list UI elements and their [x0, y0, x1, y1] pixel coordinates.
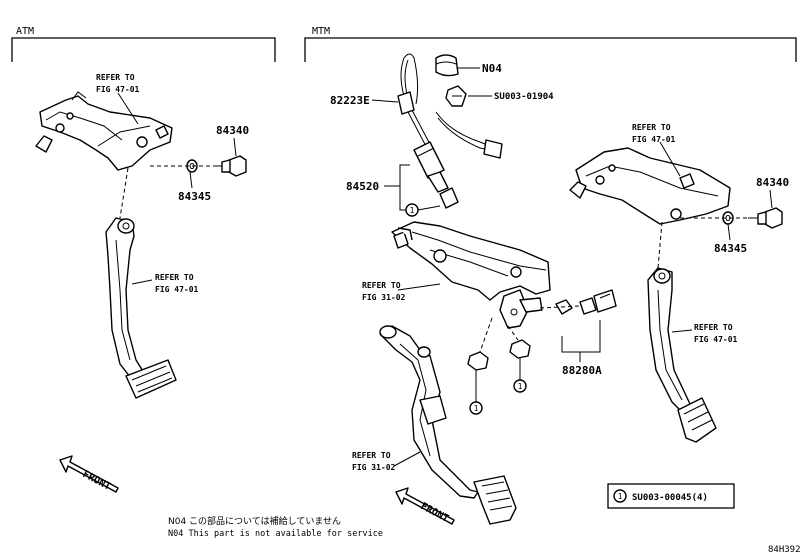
legend-text: SU003-00045(4): [632, 493, 708, 503]
p84520-label: 84520: [346, 180, 379, 193]
legend-num: 1: [618, 492, 623, 501]
callout-1-switch: 1: [405, 203, 419, 217]
svg-text:1: 1: [410, 206, 415, 215]
nut-left-axis: [479, 317, 493, 353]
callout-switch-leader: [417, 205, 441, 211]
p84345-mtm-label: 84345: [714, 242, 747, 255]
mtm-pedal-right-ref-line2: FIG 47-01: [694, 335, 738, 344]
atm-bracket-callout: [117, 92, 139, 125]
p82223e-leader: [371, 99, 399, 103]
mtm-bracket-callout: [659, 141, 681, 177]
atm-pedal-ref-line2: FIG 47-01: [155, 285, 199, 294]
callout-1-left: 1: [469, 401, 483, 415]
atm-section-label: ATM: [16, 26, 34, 37]
p84520-bracket: [399, 164, 410, 211]
mtm-section-bracket: [304, 37, 797, 62]
mtm-pedal-callout: [393, 451, 421, 467]
mtm-stop-lamp-switch: [748, 207, 783, 229]
p82223e-label: 82223E: [330, 94, 370, 107]
mtm-section-label: MTM: [312, 26, 330, 37]
p84345-atm-leader: [189, 171, 193, 189]
p84345-mtm-leader: [727, 223, 731, 241]
n04-clamp: [435, 54, 459, 77]
atm-stop-lamp-switch: [214, 155, 247, 177]
mtm-support-ref-line1: REFER TO: [362, 281, 401, 290]
legend-box: 1 SU003-00045(4): [607, 483, 735, 509]
mtm-pedal-switch: [555, 289, 617, 315]
atm-pedal-axis: [119, 167, 129, 219]
callout-1-right: 1: [513, 379, 527, 393]
n04-label: N04: [482, 62, 502, 75]
clutch-switch-harness: [397, 53, 503, 159]
su-01904-label: SU003-01904: [494, 92, 554, 102]
mtm-pedal-axis: [657, 221, 663, 269]
atm-bracket-ref-line2: FIG 47-01: [96, 85, 140, 94]
mtm-bracket-ref-line2: FIG 47-01: [632, 135, 676, 144]
atm-pedal-bracket: [35, 91, 173, 171]
p84345-atm-label: 84345: [178, 190, 211, 203]
note-jp: N04 この部品については補給していません: [168, 515, 341, 527]
figure-id: 84H392: [768, 545, 801, 555]
mtm-brake-bracket: [569, 147, 731, 225]
p84340-atm-leader: [233, 137, 237, 157]
p88280a-bracket: [561, 320, 601, 353]
clutch-pedal: [379, 325, 517, 525]
svg-text:1: 1: [474, 404, 479, 413]
p84340-atm-label: 84340: [216, 124, 249, 137]
atm-pedal-callout: [131, 279, 153, 285]
mtm-pedal-right-callout: [671, 329, 693, 333]
clutch-start-switch: [413, 141, 459, 209]
p88280a-label: 88280A: [562, 364, 602, 377]
atm-brake-pedal: [105, 217, 177, 399]
mtm-pedal-right-ref-line1: REFER TO: [694, 323, 733, 332]
mtm-bracket-ref-line1: REFER TO: [632, 123, 671, 132]
mtm-pedal-ref-line2: FIG 31-02: [352, 463, 396, 472]
atm-front-label: FRONT: [81, 469, 113, 493]
mtm-pedal-ref-line1: REFER TO: [352, 451, 391, 460]
nut-right: [509, 339, 531, 359]
harness-clip: [445, 85, 467, 107]
p84340-mtm-leader: [769, 189, 773, 209]
atm-front-arrow: [59, 455, 119, 493]
clutch-pedal-support: [391, 221, 551, 329]
nut-right-axis: [507, 325, 519, 341]
nut-left: [467, 351, 489, 371]
p84340-mtm-label: 84340: [756, 176, 789, 189]
atm-pedal-ref-line1: REFER TO: [155, 273, 194, 282]
note-en: N04 This part is not available for servi…: [168, 529, 383, 539]
atm-section-bracket: [11, 37, 276, 62]
atm-bracket-ref-line1: REFER TO: [96, 73, 135, 82]
mtm-front-arrow: [395, 487, 455, 525]
support-callout: [397, 283, 441, 291]
mtm-support-ref-line2: FIG 31-02: [362, 293, 406, 302]
mtm-brake-pedal: [647, 267, 717, 443]
mtm-front-label: FRONT: [419, 501, 451, 525]
svg-text:1: 1: [518, 382, 523, 391]
